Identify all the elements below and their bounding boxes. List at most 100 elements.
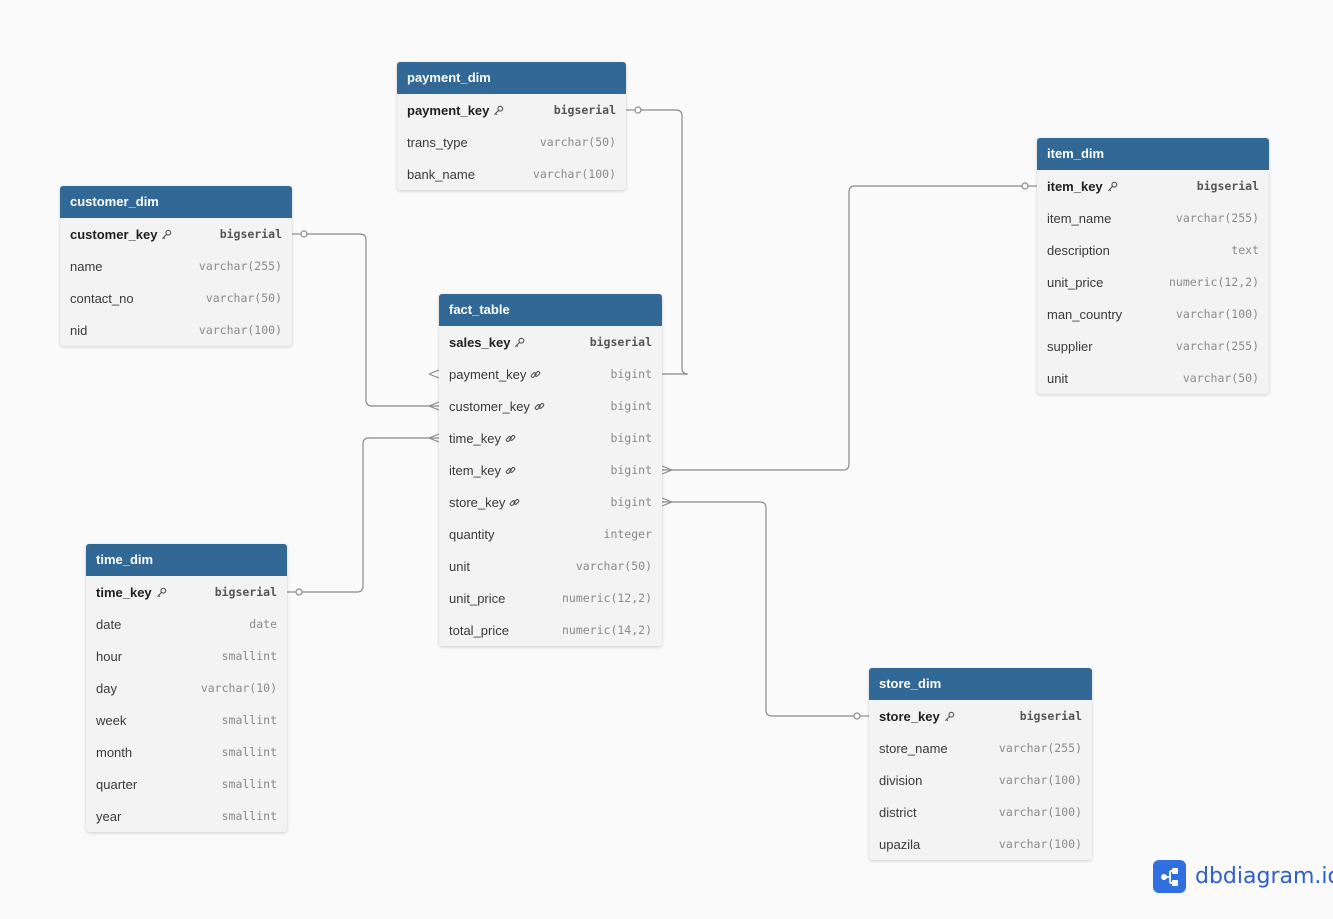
column-type: varchar(100) [198, 323, 282, 337]
column-type: varchar(100) [998, 837, 1082, 851]
column-type: varchar(50) [575, 559, 652, 573]
column-name-group: payment_key [407, 103, 504, 118]
column-row-customer-key[interactable]: customer_key bigserial [60, 218, 292, 250]
column-name-group: supplier [1047, 339, 1093, 354]
column-type: varchar(50) [205, 291, 282, 305]
column-type: bigserial [219, 227, 282, 241]
column-type: bigserial [589, 335, 652, 349]
primary-key-icon [1107, 181, 1118, 192]
column-name: unit [449, 558, 470, 574]
foreign-key-link-icon [505, 433, 516, 444]
column-type: smallint [221, 745, 277, 759]
relationship-line-time-key [299, 437, 439, 593]
table-header[interactable]: fact_table [439, 294, 662, 326]
column-type: bigint [610, 463, 652, 477]
primary-key-icon [156, 587, 167, 598]
column-name-group: day [96, 681, 117, 696]
column-row-item-key[interactable]: item_key bigint [439, 454, 662, 486]
primary-key-icon [944, 711, 955, 722]
column-type: numeric(12,2) [561, 591, 652, 605]
relationship-line-customer-key [304, 233, 439, 407]
column-name-group: quantity [449, 527, 495, 542]
relationship-many-marker [428, 433, 440, 443]
column-name: nid [70, 322, 88, 338]
column-name: upazila [879, 836, 921, 852]
foreign-key-link-icon [534, 401, 545, 412]
column-name: customer_key [70, 226, 158, 242]
column-row-nid[interactable]: nid varchar(100) [60, 314, 292, 346]
table-header[interactable]: time_dim [86, 544, 287, 576]
table-header[interactable]: store_dim [869, 668, 1092, 700]
table-header[interactable]: item_dim [1037, 138, 1269, 170]
column-name: name [70, 258, 103, 274]
column-type: bigserial [214, 585, 277, 599]
column-name-group: name [70, 259, 103, 274]
foreign-key-link-icon [530, 369, 541, 380]
column-row-sales-key[interactable]: sales_key bigserial [439, 326, 662, 358]
relationship-one-marker [634, 106, 642, 114]
table-header[interactable]: payment_dim [397, 62, 626, 94]
column-type: numeric(12,2) [1168, 275, 1259, 289]
column-name: quantity [449, 526, 495, 542]
brand-logo[interactable]: dbdiagram.io [1153, 860, 1333, 893]
brand-name: dbdiagram.io [1195, 864, 1333, 889]
table-header[interactable]: customer_dim [60, 186, 292, 218]
column-type: varchar(100) [998, 805, 1082, 819]
column-name-group: sales_key [449, 335, 525, 350]
column-row-unit[interactable]: unit varchar(50) [439, 550, 662, 582]
primary-key-icon [493, 105, 504, 116]
column-type: varchar(50) [1182, 371, 1259, 385]
relationship-line-store-key [662, 501, 857, 717]
column-name-group: trans_type [407, 135, 468, 150]
column-name: man_country [1047, 306, 1123, 322]
dbdiagram-logo-icon [1153, 860, 1186, 893]
column-row-upazila[interactable]: upazila varchar(100) [869, 828, 1092, 860]
column-name: store_key [449, 494, 506, 510]
column-type: varchar(10) [200, 681, 277, 695]
column-type: varchar(255) [1175, 211, 1259, 225]
column-row-trans-type[interactable]: trans_type varchar(50) [397, 126, 626, 158]
column-name: trans_type [407, 134, 468, 150]
column-type: varchar(50) [539, 135, 616, 149]
column-name-group: item_key [449, 463, 516, 478]
column-type: numeric(14,2) [561, 623, 652, 637]
column-row-day[interactable]: day varchar(10) [86, 672, 287, 704]
column-name: time_key [449, 430, 502, 446]
